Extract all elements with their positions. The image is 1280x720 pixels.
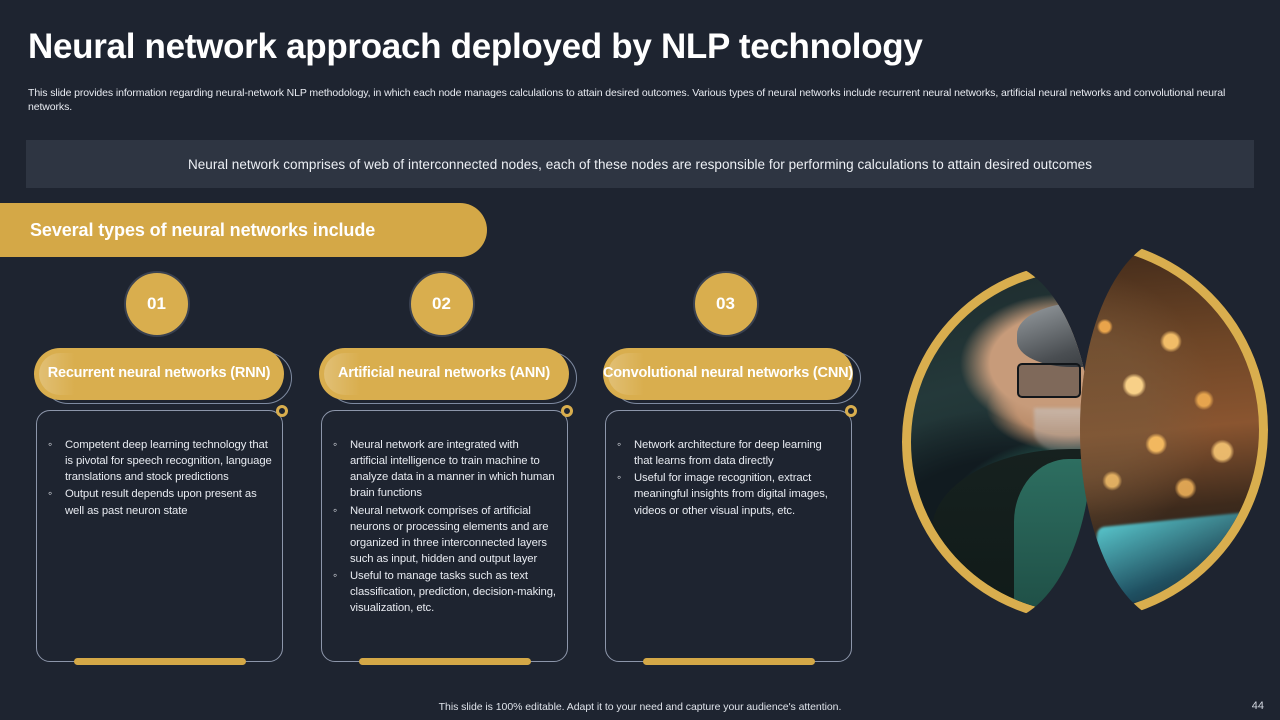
list-item: Neural network comprises of artificial n… <box>330 502 557 568</box>
type-title-pill-wrap-01: Recurrent neural networks (RNN) <box>14 348 299 404</box>
step-badge-02: 02 <box>409 272 474 336</box>
list-item: Neural network are integrated with artif… <box>330 436 557 502</box>
type-title-label: Convolutional neural networks (CNN) <box>603 365 853 382</box>
type-title-pill-wrap-02: Artificial neural networks (ANN) <box>299 348 584 404</box>
card-marker-dot-icon <box>561 405 573 417</box>
type-title-pill-02[interactable]: Artificial neural networks (ANN) <box>319 348 569 400</box>
bullet-list-01: Competent deep learning technology that … <box>45 436 272 519</box>
page-number: 44 <box>1251 700 1264 712</box>
bokeh-photo <box>1080 237 1268 622</box>
step-badge-01: 01 <box>124 272 189 336</box>
list-item: Network architecture for deep learning t… <box>614 436 841 469</box>
card-marker-dot-icon <box>276 405 288 417</box>
page-title: Neural network approach deployed by NLP … <box>28 27 923 66</box>
list-item: Useful for image recognition, extract me… <box>614 469 841 518</box>
card-accent-bar <box>358 658 531 665</box>
type-title-label: Artificial neural networks (ANN) <box>338 365 550 382</box>
bullet-list-03: Network architecture for deep learning t… <box>614 436 841 519</box>
bullet-list-02: Neural network are integrated with artif… <box>330 436 557 617</box>
step-badge-number: 03 <box>716 294 735 313</box>
type-title-pill-01[interactable]: Recurrent neural networks (RNN) <box>34 348 284 400</box>
bokeh-photo-circle <box>1080 237 1268 622</box>
person-photo-circle <box>902 262 1092 622</box>
type-column-02: 02 Artificial neural networks (ANN) Neur… <box>299 272 584 665</box>
footer-note: This slide is 100% editable. Adapt it to… <box>438 701 842 713</box>
decorative-imagery <box>890 225 1280 635</box>
type-detail-card-03: Network architecture for deep learning t… <box>605 405 857 665</box>
step-badge-number: 02 <box>432 294 451 313</box>
type-title-label: Recurrent neural networks (RNN) <box>47 365 271 382</box>
slide-subtitle: This slide provides information regardin… <box>28 87 1226 114</box>
section-header-label: Several types of neural networks include <box>30 219 376 240</box>
person-photo <box>902 262 1092 622</box>
card-accent-bar <box>642 658 815 665</box>
step-badge-03: 03 <box>693 272 758 336</box>
shirt-shape <box>1013 459 1092 613</box>
quote-banner: Neural network comprises of web of inter… <box>26 140 1254 188</box>
type-detail-card-01: Competent deep learning technology that … <box>36 405 288 665</box>
type-detail-card-02: Neural network are integrated with artif… <box>321 405 573 665</box>
laptop-screen-glow <box>1086 508 1259 608</box>
section-header-banner: Several types of neural networks include <box>0 203 487 257</box>
quote-banner-text: Neural network comprises of web of inter… <box>187 156 1093 172</box>
card-accent-bar <box>73 658 246 665</box>
type-column-01: 01 Recurrent neural networks (RNN) Compe… <box>14 272 299 665</box>
type-column-03: 03 Convolutional neural networks (CNN) N… <box>583 272 868 665</box>
neural-network-types-columns: 01 Recurrent neural networks (RNN) Compe… <box>0 0 900 720</box>
list-item: Useful to manage tasks such as text clas… <box>330 567 557 616</box>
card-marker-dot-icon <box>845 405 857 417</box>
list-item: Competent deep learning technology that … <box>45 436 272 485</box>
type-title-pill-wrap-03: Convolutional neural networks (CNN) <box>583 348 868 404</box>
list-item: Output result depends upon present as we… <box>45 485 272 518</box>
step-badge-number: 01 <box>147 294 166 313</box>
type-title-pill-03[interactable]: Convolutional neural networks (CNN) <box>603 348 853 400</box>
